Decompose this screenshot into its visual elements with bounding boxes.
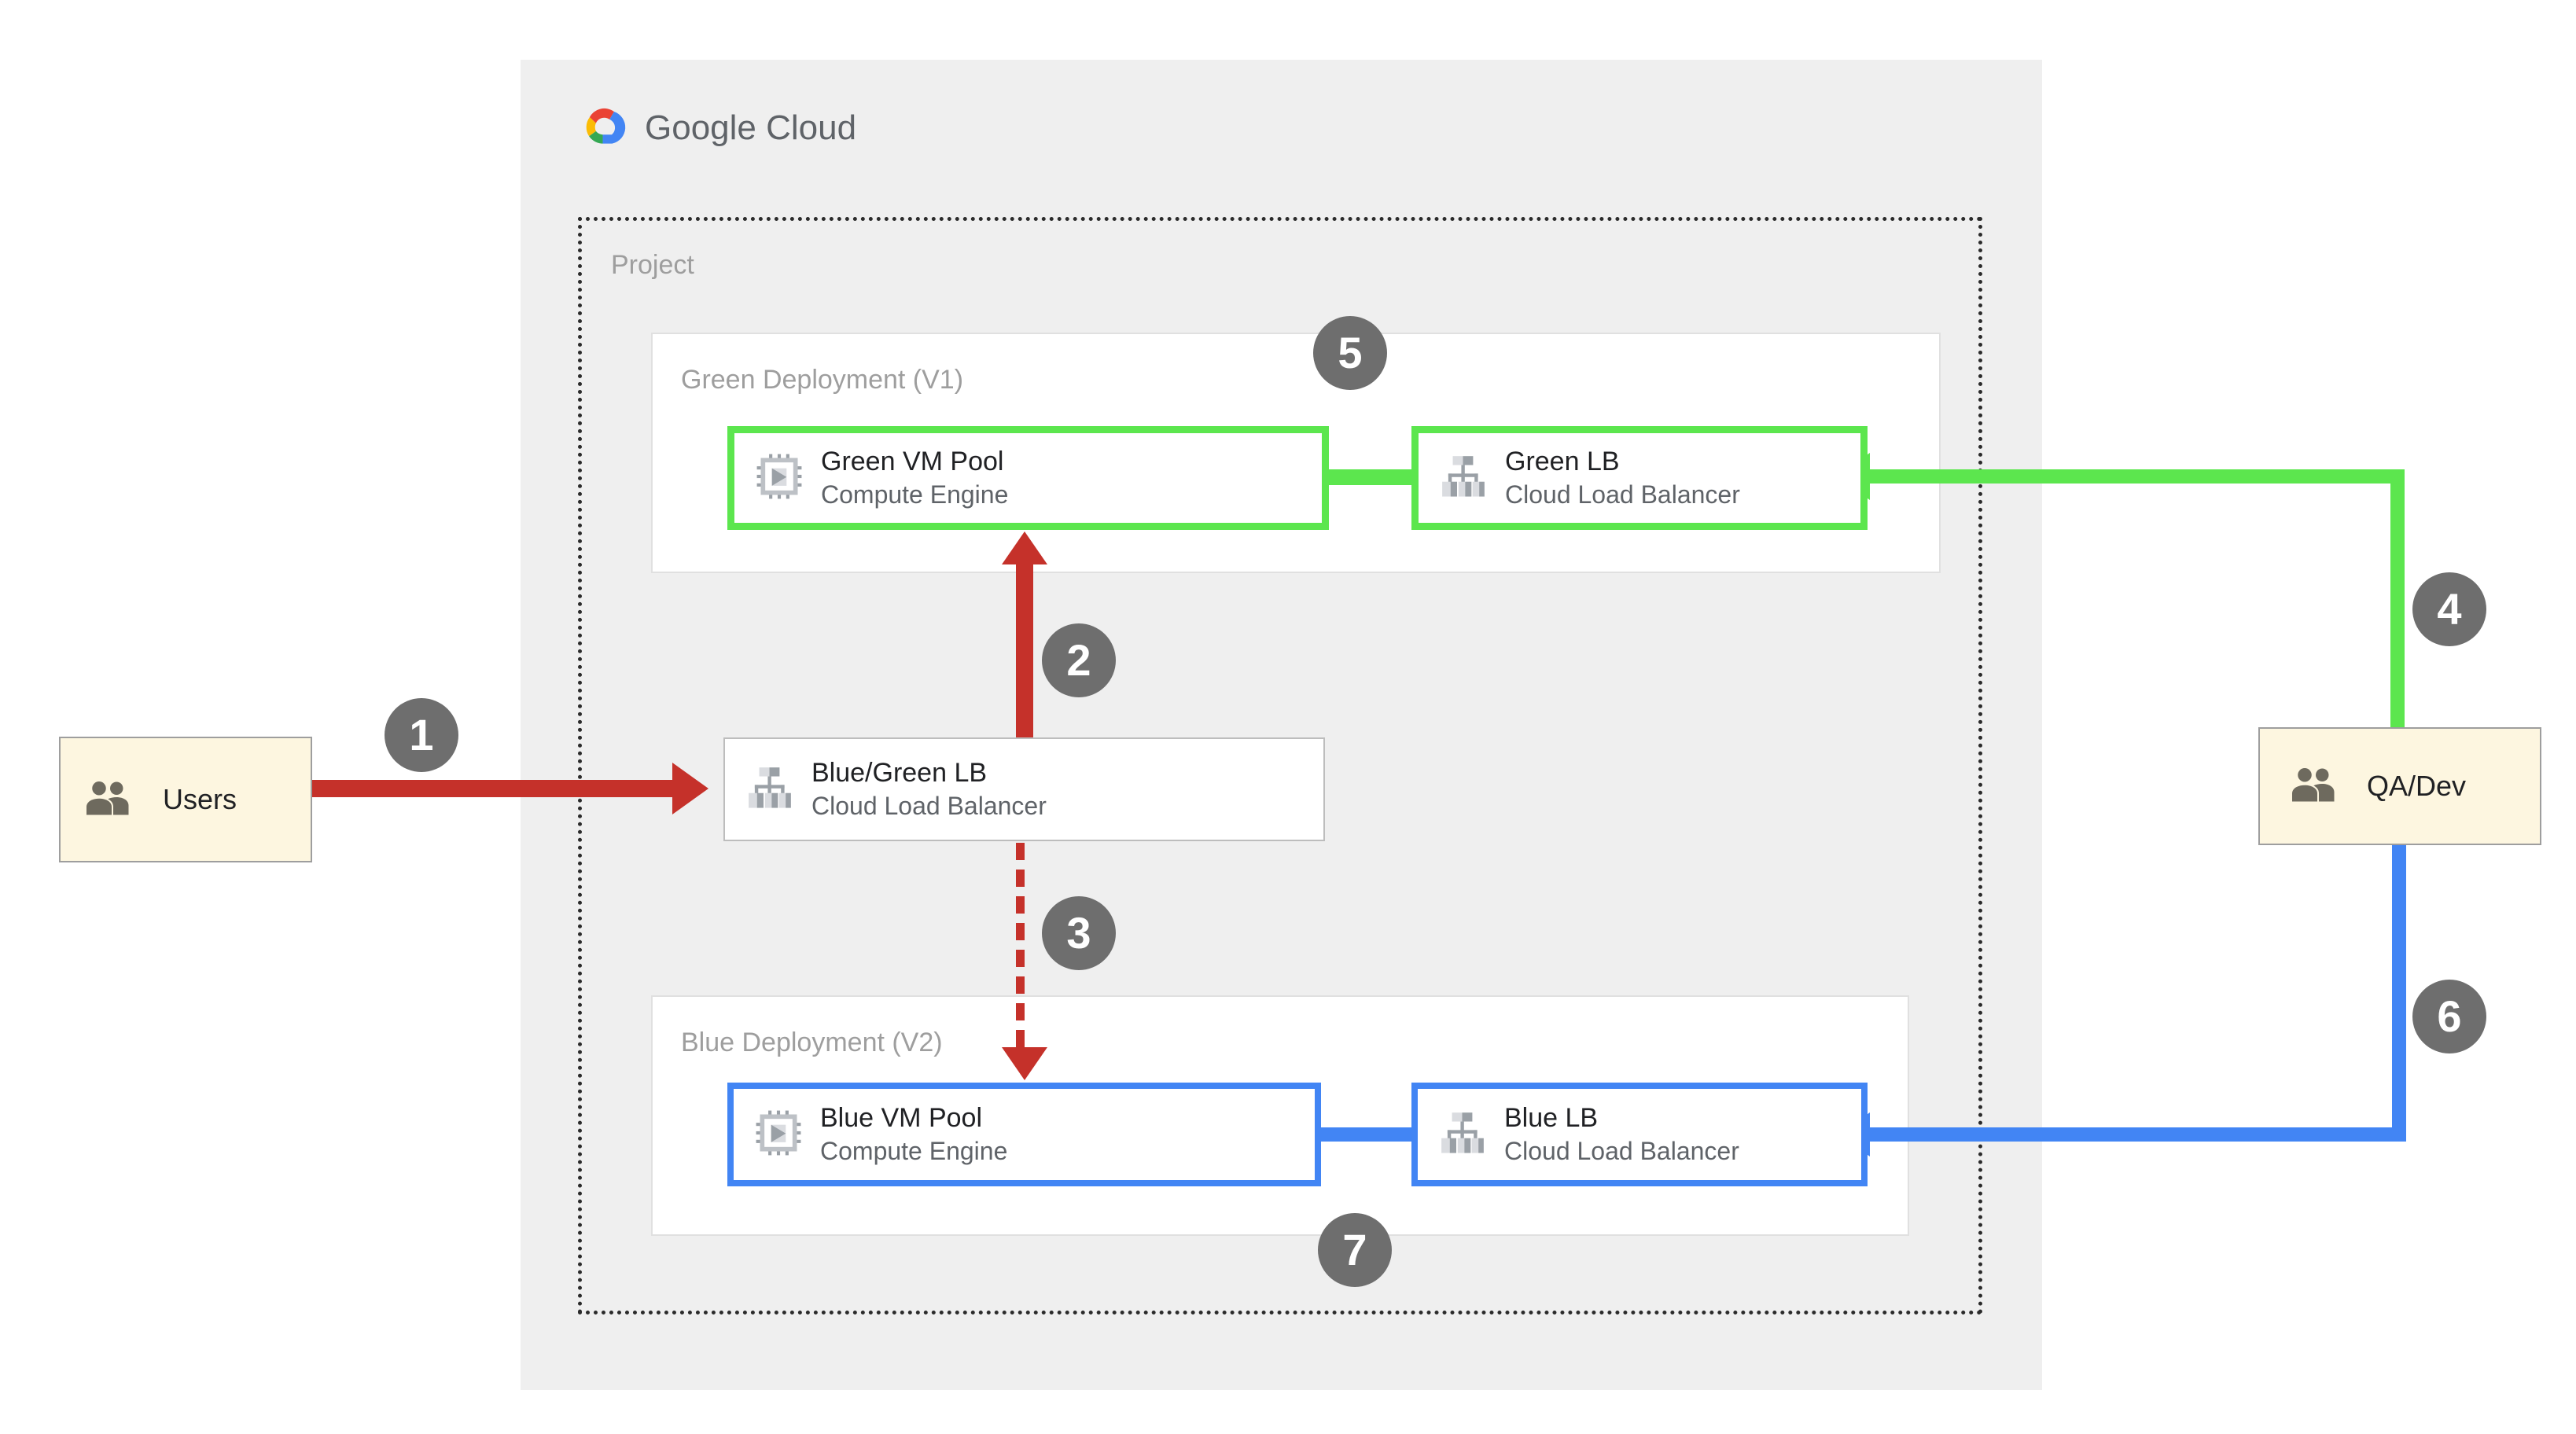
node-users-label: Users — [163, 783, 237, 815]
step-badge-6: 6 — [2412, 980, 2486, 1053]
node-title: Green VM Pool — [821, 446, 1004, 476]
arrow-router-to-green-vm — [1002, 531, 1047, 564]
connector-green-lb-to-green-vm — [1329, 469, 1415, 485]
connector-blue-lb-to-blue-vm — [1321, 1127, 1415, 1142]
node-subtitle: Compute Engine — [820, 1137, 1008, 1166]
google-cloud-wordmark: Google Cloud — [645, 108, 856, 148]
cloud-load-balancer-icon — [1439, 454, 1488, 503]
node-green-vm-pool[interactable]: Green VM Pool Compute Engine — [727, 426, 1329, 530]
google-cloud-branding: Google Cloud — [579, 105, 856, 152]
node-blue-green-lb[interactable]: Blue/Green LB Cloud Load Balancer — [723, 737, 1325, 841]
step-badge-5: 5 — [1313, 316, 1387, 390]
node-green-lb-text: Green LB Cloud Load Balancer — [1505, 445, 1740, 511]
brand-google: Google — [645, 108, 756, 147]
node-blue-vm-pool[interactable]: Blue VM Pool Compute Engine — [727, 1083, 1321, 1186]
node-qa-dev[interactable]: QA/Dev — [2258, 727, 2541, 845]
blue-deployment-label: Blue Deployment (V2) — [681, 1028, 943, 1057]
step-badge-4: 4 — [2412, 572, 2486, 646]
node-title: Blue LB — [1504, 1102, 1599, 1133]
cloud-load-balancer-icon — [745, 765, 794, 814]
connector-router-to-blue-vm — [1016, 843, 1025, 1047]
connector-users-to-router — [312, 780, 674, 797]
node-blue-lb[interactable]: Blue LB Cloud Load Balancer — [1411, 1083, 1868, 1186]
connector-qadev-to-blue-lb-vertical — [2392, 844, 2406, 1128]
cloud-load-balancer-icon — [1438, 1110, 1487, 1160]
step-badge-7: 7 — [1318, 1213, 1392, 1287]
node-qa-dev-label: QA/Dev — [2367, 770, 2467, 802]
connector-qadev-to-blue-lb-horizontal — [1870, 1127, 2406, 1142]
project-boundary — [578, 217, 1982, 1314]
node-blue-lb-text: Blue LB Cloud Load Balancer — [1504, 1101, 1739, 1167]
node-title: Green LB — [1505, 446, 1620, 476]
node-users[interactable]: Users — [59, 737, 312, 862]
arrow-router-to-blue-vm — [1002, 1047, 1047, 1080]
node-subtitle: Compute Engine — [821, 480, 1009, 509]
node-blue-green-lb-text: Blue/Green LB Cloud Load Balancer — [811, 756, 1047, 822]
node-green-lb[interactable]: Green LB Cloud Load Balancer — [1411, 426, 1868, 530]
compute-engine-icon — [755, 452, 804, 505]
node-subtitle: Cloud Load Balancer — [1504, 1137, 1739, 1166]
node-blue-vm-pool-text: Blue VM Pool Compute Engine — [820, 1101, 1007, 1167]
brand-cloud: Cloud — [766, 108, 857, 147]
step-badge-1: 1 — [385, 698, 458, 772]
project-label: Project — [611, 250, 694, 280]
arrow-users-to-router — [672, 763, 708, 814]
green-deployment-label: Green Deployment (V1) — [681, 365, 964, 395]
people-icon — [2290, 765, 2342, 808]
node-green-vm-pool-text: Green VM Pool Compute Engine — [821, 445, 1008, 511]
step-badge-2: 2 — [1042, 623, 1116, 697]
compute-engine-icon — [754, 1109, 803, 1161]
node-subtitle: Cloud Load Balancer — [1505, 480, 1740, 509]
node-subtitle: Cloud Load Balancer — [811, 792, 1047, 821]
connector-qadev-to-green-lb-vertical — [2390, 469, 2405, 729]
connector-router-to-green-vm — [1016, 564, 1033, 739]
step-badge-3: 3 — [1042, 896, 1116, 970]
node-title: Blue VM Pool — [820, 1102, 982, 1133]
node-title: Blue/Green LB — [811, 757, 988, 788]
connector-qadev-to-green-lb-horizontal — [1870, 469, 2405, 484]
google-cloud-logo-icon — [579, 107, 627, 150]
people-icon — [84, 778, 136, 822]
